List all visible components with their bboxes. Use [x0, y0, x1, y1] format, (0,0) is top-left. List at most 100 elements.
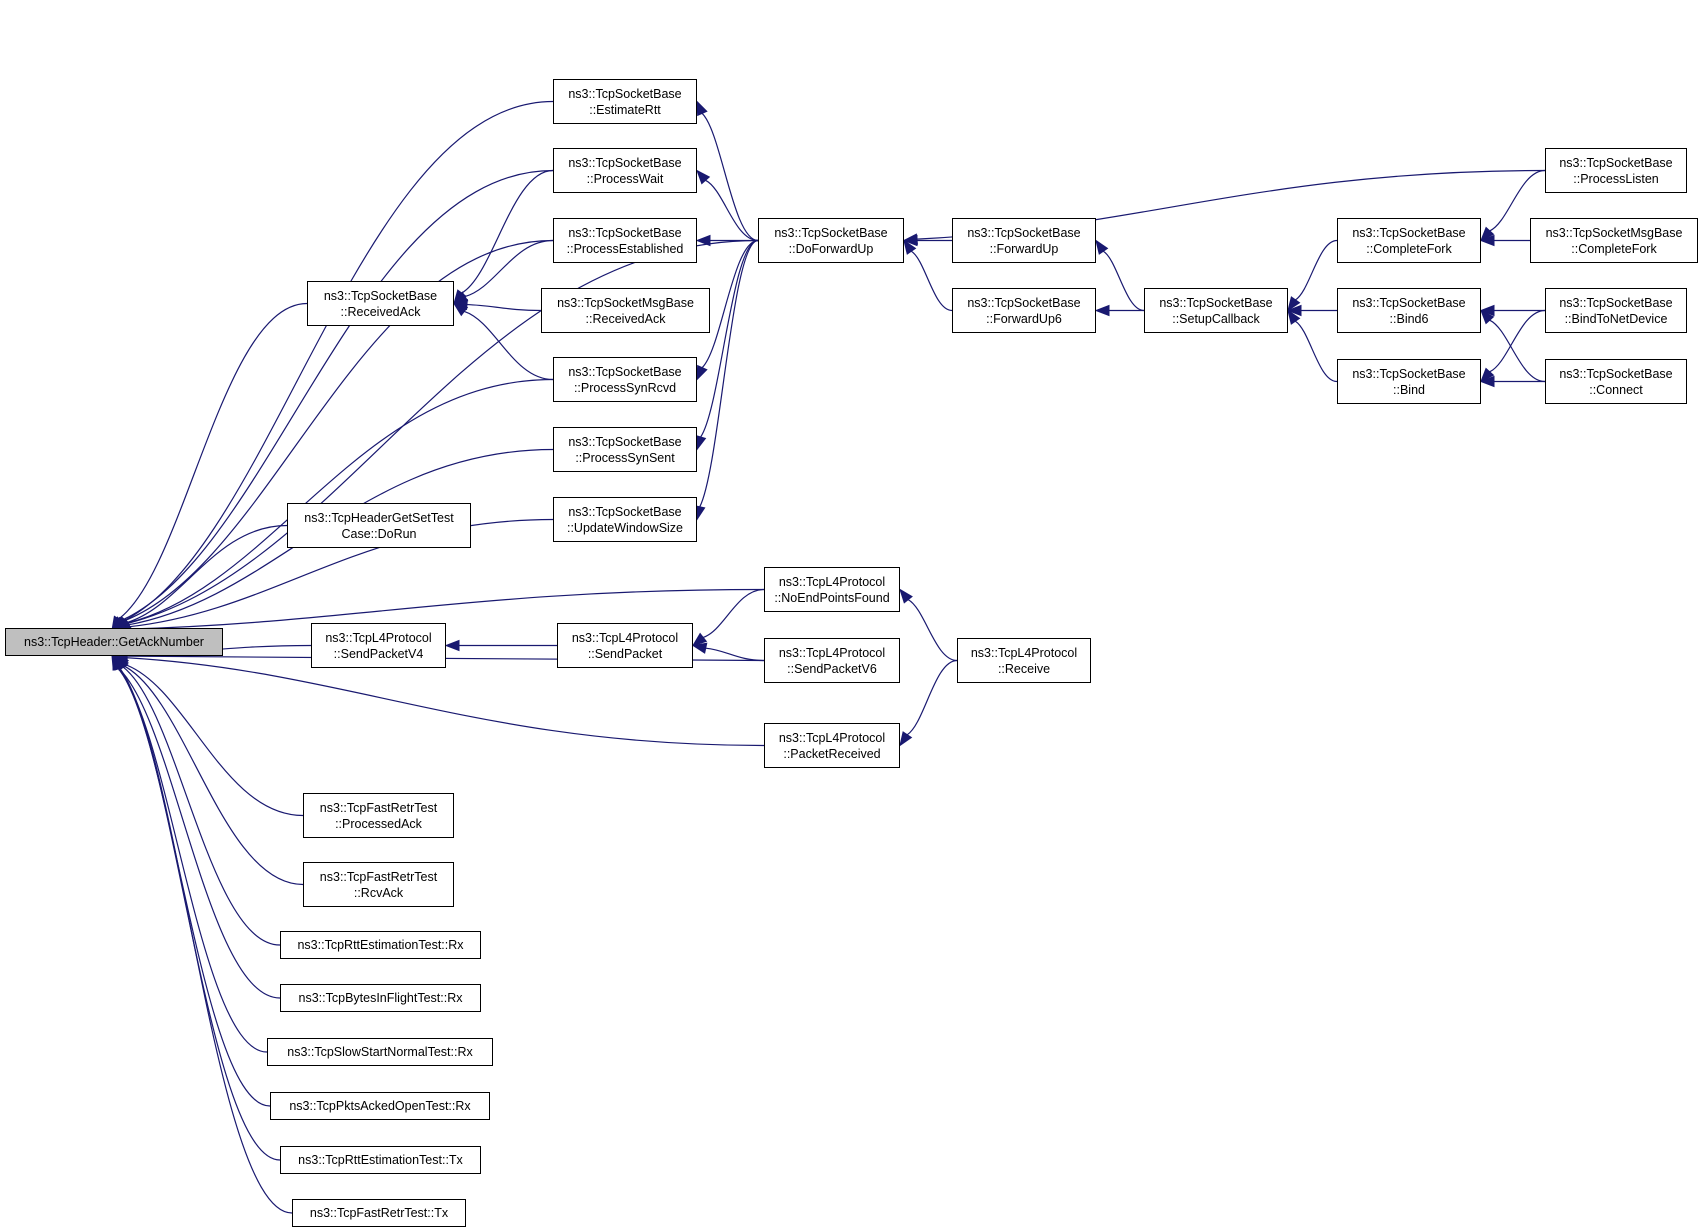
node-label-line: ::BindToNetDevice — [1564, 311, 1668, 326]
node-ns3-tcpsocketbase-forwardup[interactable]: ns3::TcpSocketBase::ForwardUp — [952, 218, 1096, 263]
node-ns3-tcpsocketbase-processsynrcvd[interactable]: ns3::TcpSocketBase::ProcessSynRcvd — [553, 357, 697, 402]
edge-connect-to-bind6 — [1489, 319, 1546, 383]
node-ns3-tcprttestimationtest-tx[interactable]: ns3::TcpRttEstimationTest::Tx — [280, 1146, 481, 1174]
node-label-line: ns3::TcpSocketBase — [774, 225, 888, 240]
node-ns3-tcpsocketbase-updatewindowsize[interactable]: ns3::TcpSocketBase::UpdateWindowSize — [553, 497, 697, 542]
node-ns3-tcpsocketbase-processwait[interactable]: ns3::TcpSocketBase::ProcessWait — [553, 148, 697, 193]
node-ns3-tcpl4protocol-receive[interactable]: ns3::TcpL4Protocol::Receive — [957, 638, 1091, 683]
node-ns3-tcpsocketbase-bind6[interactable]: ns3::TcpSocketBase::Bind6 — [1337, 288, 1481, 333]
arrowhead-msgcfork-to-cfork — [1479, 234, 1495, 247]
node-label-line: ns3::TcpPktsAckedOpenTest::Rx — [289, 1099, 471, 1113]
node-ns3-tcpl4protocol-noendpointsfound[interactable]: ns3::TcpL4Protocol::NoEndPointsFound — [764, 567, 900, 612]
node-ns3-tcpbytesinflighttest-rx[interactable]: ns3::TcpBytesInFlightTest::Rx — [280, 984, 481, 1012]
node-ns3-tcpsocketbase-doforwardup[interactable]: ns3::TcpSocketBase::DoForwardUp — [758, 218, 904, 263]
node-label-line: ::CompleteFork — [1366, 241, 1452, 256]
edge-frtx-to-root — [119, 668, 293, 1214]
node-label-line: ::NoEndPointsFound — [774, 590, 890, 605]
edge-nepf-to-sendpkt — [703, 588, 765, 639]
edge-pest-to-root — [122, 239, 554, 622]
node-label-line: ::ProcessListen — [1573, 171, 1659, 186]
node-ns3-tcpsocketbase-bind[interactable]: ns3::TcpSocketBase::Bind — [1337, 359, 1481, 404]
edge-msgrcvack-to-rcvack — [466, 303, 542, 312]
edge-ssnrx-to-root — [117, 667, 268, 1053]
arrowhead-bind-to-setupcb — [1287, 309, 1301, 325]
node-label-line: ::EstimateRtt — [589, 102, 661, 117]
node-label-line: ::SendPacketV4 — [333, 646, 424, 661]
node-ns3-tcpfastretrtest-processedack[interactable]: ns3::TcpFastRetrTest::ProcessedAck — [303, 793, 454, 838]
edge-receive-to-pktrecv — [906, 659, 958, 736]
edge-dfu-to-uws — [699, 239, 759, 508]
arrowhead-sendv6-to-sendpkt — [691, 642, 708, 654]
node-label-line: ns3::TcpSocketMsgBase — [1545, 225, 1683, 240]
node-ns3-tcpslowstartnormaltest-rx[interactable]: ns3::TcpSlowStartNormalTest::Rx — [267, 1038, 493, 1066]
node-label-line: ::SendPacket — [587, 646, 663, 661]
edge-fu6-to-dfu — [910, 250, 953, 312]
node-ns3-tcprttestimationtest-rx[interactable]: ns3::TcpRttEstimationTest::Rx — [280, 931, 481, 959]
edge-pwait-to-root — [120, 169, 554, 622]
arrowhead-connect-to-bind — [1479, 375, 1495, 388]
arrowhead-sendpkt-to-sendv4 — [444, 639, 460, 652]
arrowhead-dfu-to-pest — [695, 234, 711, 247]
node-ns3-tcppktsackedopentest-rx[interactable]: ns3::TcpPktsAckedOpenTest::Rx — [270, 1092, 490, 1120]
node-ns3-tcpsocketmsgbase-completefork[interactable]: ns3::TcpSocketMsgBase::CompleteFork — [1530, 218, 1698, 263]
node-ns3-tcpsocketbase-estimatertt[interactable]: ns3::TcpSocketBase::EstimateRtt — [553, 79, 697, 124]
arrowhead-dfu-to-psynsent — [695, 434, 707, 451]
edge-cfork-to-setupcb — [1295, 239, 1338, 301]
edge-uws-to-root — [128, 518, 554, 628]
edge-dfu-to-psynsent — [700, 239, 759, 438]
node-label-line: ::CompleteFork — [1571, 241, 1657, 256]
arrowhead-bindnd-to-bind — [1480, 367, 1495, 383]
node-label-line: ns3::TcpL4Protocol — [325, 630, 432, 645]
edge-setupcb-to-fu — [1102, 250, 1145, 312]
node-label-line: ns3::TcpHeader::GetAckNumber — [24, 635, 204, 649]
node-label-line: ::ProcessWait — [586, 171, 664, 186]
node-label-line: ::ForwardUp6 — [986, 311, 1062, 326]
node-label-line: ns3::TcpRttEstimationTest::Tx — [298, 1153, 463, 1167]
node-ns3-tcpsocketbase-processsynsent[interactable]: ns3::TcpSocketBase::ProcessSynSent — [553, 427, 697, 472]
node-label-line: ::ReceivedAck — [340, 304, 421, 319]
node-ns3-tcpsocketbase-receivedack[interactable]: ns3::TcpSocketBase::ReceivedAck — [307, 281, 454, 326]
edge-bind-to-setupcb — [1295, 320, 1338, 383]
arrowhead-bind6-to-setupcb — [1286, 304, 1302, 317]
arrowhead-nepf-to-sendpkt — [691, 632, 708, 647]
node-ns3-tcpsocketbase-processestablished[interactable]: ns3::TcpSocketBase::ProcessEstablished — [553, 218, 697, 263]
node-ns3-tcpfastretrtest-tx[interactable]: ns3::TcpFastRetrTest::Tx — [292, 1199, 466, 1227]
arrowhead-receive-to-nepf — [899, 588, 913, 604]
node-label-line: ns3::TcpSocketBase — [568, 504, 682, 519]
edge-pest-to-rcvack — [464, 239, 554, 298]
arrowhead-psynrcvd-to-rcvack — [452, 302, 469, 317]
arrowhead-plisten-to-dfu — [902, 233, 919, 245]
node-label-line: ns3::TcpL4Protocol — [778, 730, 886, 745]
node-ns3-tcpsocketbase-processlisten[interactable]: ns3::TcpSocketBase::ProcessListen — [1545, 148, 1687, 193]
edge-pktrecv-to-root — [126, 657, 765, 747]
node-label-line: ::Bind — [1393, 382, 1425, 397]
edge-plisten-to-cfork — [1489, 169, 1546, 232]
node-label-line: ::Receive — [997, 661, 1051, 676]
node-label-line: ns3::TcpSocketBase — [1559, 366, 1673, 381]
arrowhead-fu6-to-dfu — [903, 239, 917, 255]
node-ns3-tcpl4protocol-sendpacketv4[interactable]: ns3::TcpL4Protocol::SendPacketV4 — [311, 623, 446, 668]
node-label-line: ns3::TcpSocketBase — [568, 155, 682, 170]
node-ns3-tcpsocketbase-completefork[interactable]: ns3::TcpSocketBase::CompleteFork — [1337, 218, 1481, 263]
edge-pwait-to-rcvack — [461, 169, 554, 294]
node-ns3-tcpfastretrtest-rcvack[interactable]: ns3::TcpFastRetrTest::RcvAck — [303, 862, 454, 907]
edge-hdrtest-to-root — [123, 524, 288, 624]
edge-dfu-to-psynrcvd — [701, 239, 759, 369]
node-ns3-tcpsocketbase-connect[interactable]: ns3::TcpSocketBase::Connect — [1545, 359, 1687, 404]
node-ns3-tcpsocketmsgbase-receivedack[interactable]: ns3::TcpSocketMsgBase::ReceivedAck — [541, 288, 710, 333]
node-label-line: ns3::TcpSocketBase — [967, 295, 1081, 310]
edge-frprocacked-to-root — [124, 663, 304, 817]
node-ns3-tcpsocketbase-setupcallback[interactable]: ns3::TcpSocketBase::SetupCallback — [1144, 288, 1288, 333]
edge-bindnd-to-bind — [1489, 309, 1546, 373]
node-ns3-tcpl4protocol-sendpacket[interactable]: ns3::TcpL4Protocol::SendPacket — [557, 623, 693, 668]
node-label-line: ::SetupCallback — [1172, 311, 1260, 326]
node-label-line: ::ProcessEstablished — [566, 241, 684, 256]
node-ns3-tcpsocketbase-bindtonetdevice[interactable]: ns3::TcpSocketBase::BindToNetDevice — [1545, 288, 1687, 333]
node-ns3-tcpl4protocol-packetreceived[interactable]: ns3::TcpL4Protocol::PacketReceived — [764, 723, 900, 768]
edge-bifrx-to-root — [117, 667, 281, 999]
node-ns3-tcpl4protocol-sendpacketv6[interactable]: ns3::TcpL4Protocol::SendPacketV6 — [764, 638, 900, 683]
node-ns3-tcpsocketbase-forwardup6[interactable]: ns3::TcpSocketBase::ForwardUp6 — [952, 288, 1096, 333]
node-label-line: ns3::TcpL4Protocol — [778, 645, 886, 660]
